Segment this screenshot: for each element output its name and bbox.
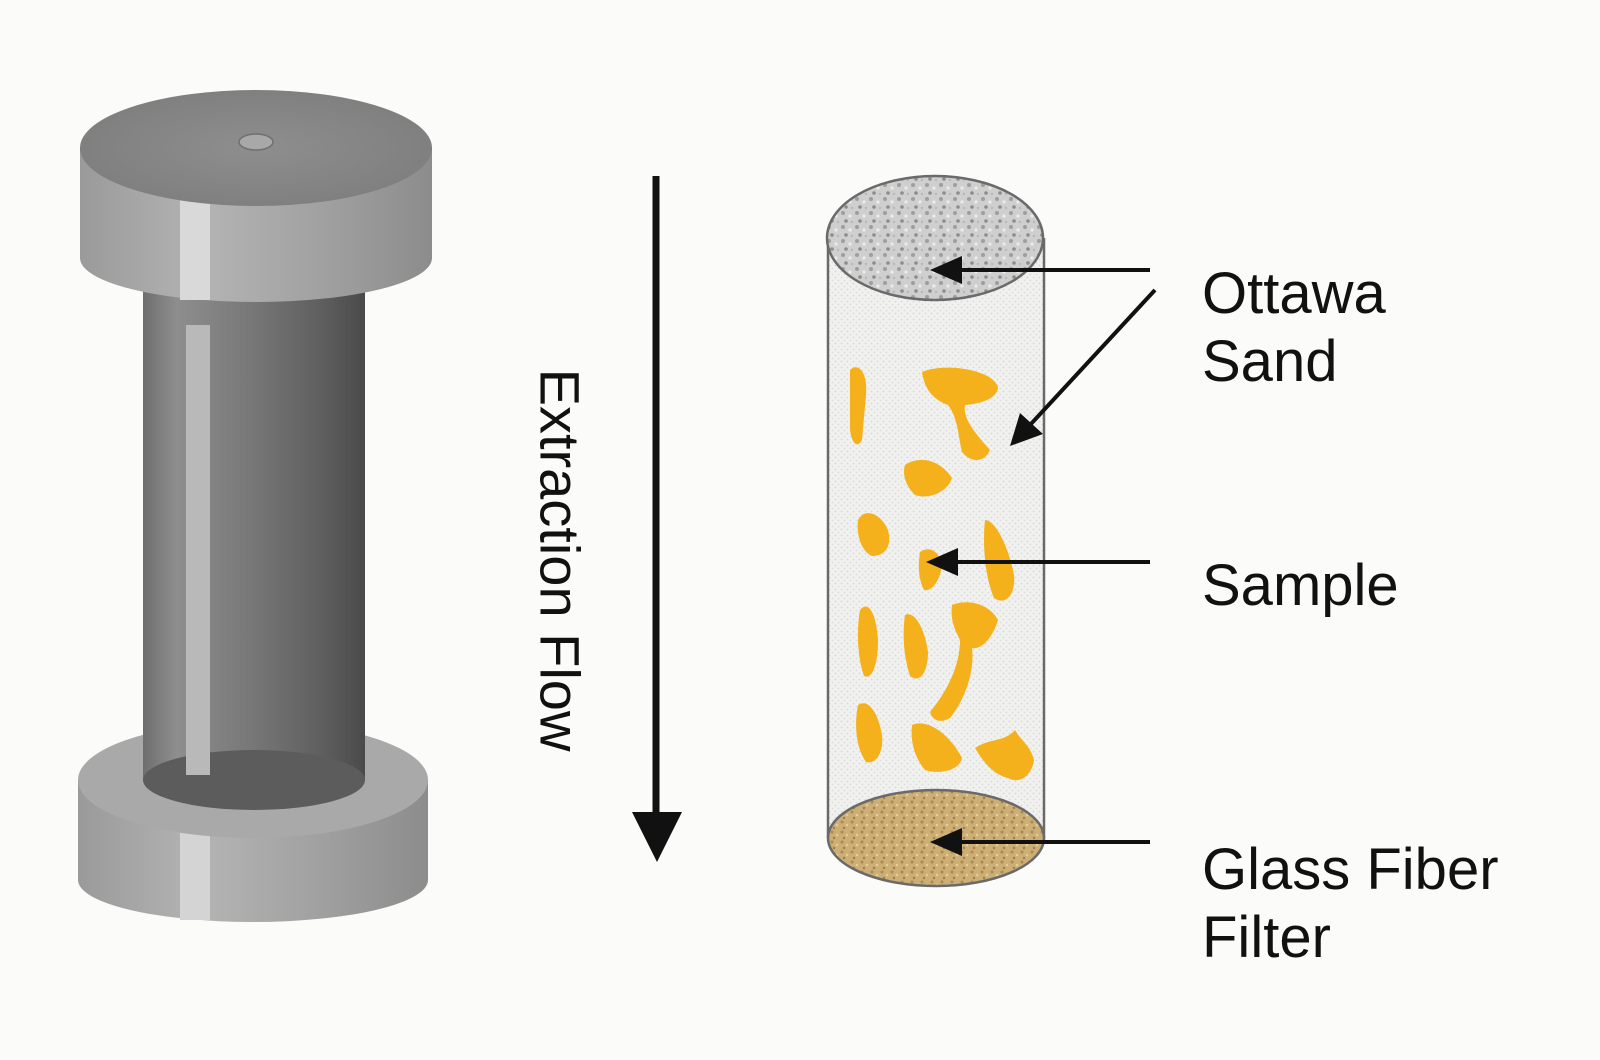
ottawa-sand-label-line-2: Sand xyxy=(1202,329,1338,394)
glass-fiber-filter-label: Glass Fiber Filter xyxy=(1202,836,1499,972)
ottawa-sand-label-line-1: Ottawa xyxy=(1202,261,1386,326)
sample-arrow xyxy=(926,548,1150,576)
ottawa-sand-arrow-top xyxy=(930,256,1150,284)
top-end-cap xyxy=(80,90,432,302)
ottawa-sand-layer xyxy=(825,174,1045,302)
glass-fiber-filter-layer xyxy=(826,788,1046,888)
extraction-flow-arrow xyxy=(632,176,682,862)
glass-fiber-filter-arrow xyxy=(930,828,1150,856)
sample-particles xyxy=(850,367,1034,781)
glass-fiber-filter-label-line-2: Filter xyxy=(1202,905,1331,970)
sample-label-line-1: Sample xyxy=(1202,553,1399,618)
extraction-flow-label: Extraction Flow xyxy=(528,368,592,752)
glass-fiber-filter-label-line-1: Glass Fiber xyxy=(1202,837,1499,902)
sample-label: Sample xyxy=(1202,552,1399,620)
extraction-cell-housing xyxy=(78,90,432,922)
cell-body-tube xyxy=(143,290,365,810)
ottawa-sand-label: Ottawa Sand xyxy=(1202,260,1386,396)
ottawa-sand-arrow-diagonal xyxy=(1010,288,1157,446)
sample-column xyxy=(825,174,1046,888)
callout-arrows xyxy=(926,256,1157,856)
